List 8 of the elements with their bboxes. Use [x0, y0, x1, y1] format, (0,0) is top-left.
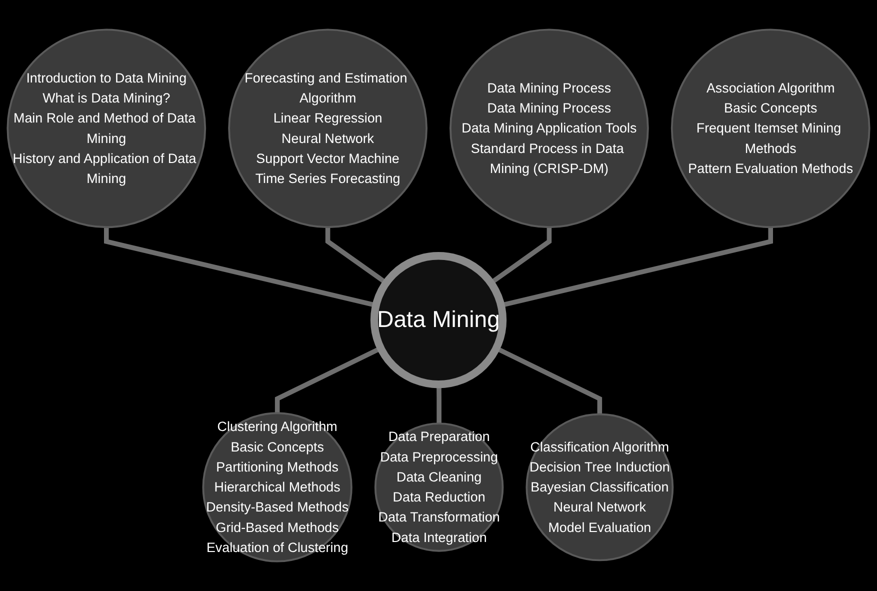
node-circle: Clustering Algorithm Basic Concepts Partitioning Methods Hierarchical Methods Density-Based Methods Grid-Based Methods Evaluation of Clustering [202, 412, 352, 562]
node-circle: Data Mining Process Data Mining Process Data Mining Application Tools Standard Process in Data Mining (CRISP-DM) [450, 28, 649, 228]
node-circle: Data Preparation Data Preprocessing Data Cleaning Data Reduction Data Transformation Data Integration [374, 422, 504, 552]
node-circle: Introduction to Data Mining What is Data Mining? Main Role and Method of Data Mining History and Application of Data Mining [6, 28, 206, 228]
node-circle: Forecasting and Estimation Algorithm Linear Regression Neural Network Support Vector Machine Time Series Forecasting [228, 28, 428, 228]
node-circle: Data Mining [370, 252, 507, 388]
node-circle: Association Algorithm Basic Concepts Frequent Itemset Mining Methods Pattern Evaluation Methods [670, 28, 870, 228]
node-circle: Classification Algorithm Decision Tree Induction Bayesian Classification Neural Network Model Evaluation [526, 413, 674, 562]
